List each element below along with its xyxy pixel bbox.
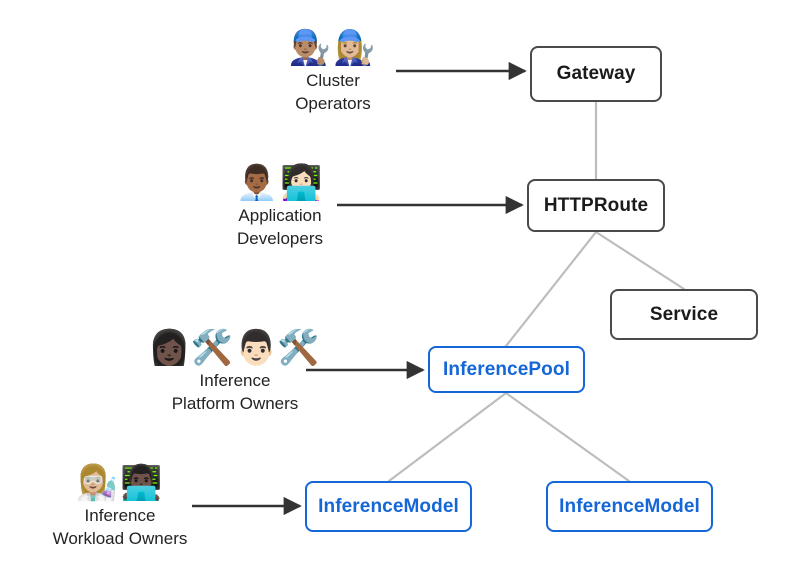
cluster-operators-emoji-group: 👨🏽‍🔧👩🏼‍🔧 <box>288 28 378 68</box>
node-service-label: Service <box>649 303 719 325</box>
node-service[interactable]: Service <box>610 289 758 340</box>
edge-httproute-service <box>594 230 686 291</box>
node-inferencemodel-right-label: InferenceModel <box>559 495 700 517</box>
inference-workload-owners-emoji-group: 👩🏼‍🔬👨🏿‍💻 <box>75 463 165 503</box>
node-inferencepool-label: InferencePool <box>443 358 570 380</box>
node-inferencemodel-left-label: InferenceModel <box>318 495 459 517</box>
inference-platform-owners-emoji-group: 👩🏿‍🛠️👨🏻‍🛠️ <box>148 328 322 368</box>
node-gateway-label: Gateway <box>556 63 636 84</box>
node-httproute[interactable]: HTTPRoute <box>527 179 665 232</box>
persona-inference-platform-owners: 👩🏿‍🛠️👨🏻‍🛠️ Inference Platform Owners <box>148 328 319 414</box>
inference-workload-owners-label-line1: Inference <box>84 506 156 525</box>
application-developers-emoji-group: 👨🏾‍💼👩🏻‍💻 <box>235 163 325 203</box>
edge-httproute-inferencepool <box>504 230 598 348</box>
application-developers-label-line1: Application <box>238 206 322 225</box>
inference-platform-owners-label-line2: Platform Owners <box>171 394 299 413</box>
persona-application-developers: 👨🏾‍💼👩🏻‍💻 Application Developers <box>203 163 357 249</box>
node-inferencemodel-left[interactable]: InferenceModel <box>305 481 472 532</box>
edge-inferencepool-inferencemodel-left <box>387 391 508 483</box>
node-httproute-label: HTTPRoute <box>543 194 649 216</box>
persona-inference-workload-owners: 👩🏼‍🔬👨🏿‍💻 Inference Workload Owners <box>32 463 208 549</box>
edge-inferencepool-inferencemodel-right <box>504 391 631 483</box>
inference-workload-owners-label-line2: Workload Owners <box>52 529 188 548</box>
application-developers-label-line2: Developers <box>237 229 323 248</box>
cluster-operators-label-line2: Operators <box>295 94 371 113</box>
node-inferencepool[interactable]: InferencePool <box>428 346 585 393</box>
cluster-operators-label-line1: Cluster <box>306 71 360 90</box>
inference-platform-owners-label-line1: Inference <box>199 371 271 390</box>
persona-cluster-operators: 👨🏽‍🔧👩🏼‍🔧 Cluster Operators <box>262 28 404 114</box>
node-inferencemodel-right[interactable]: InferenceModel <box>546 481 713 532</box>
node-gateway[interactable]: Gateway <box>530 46 662 102</box>
